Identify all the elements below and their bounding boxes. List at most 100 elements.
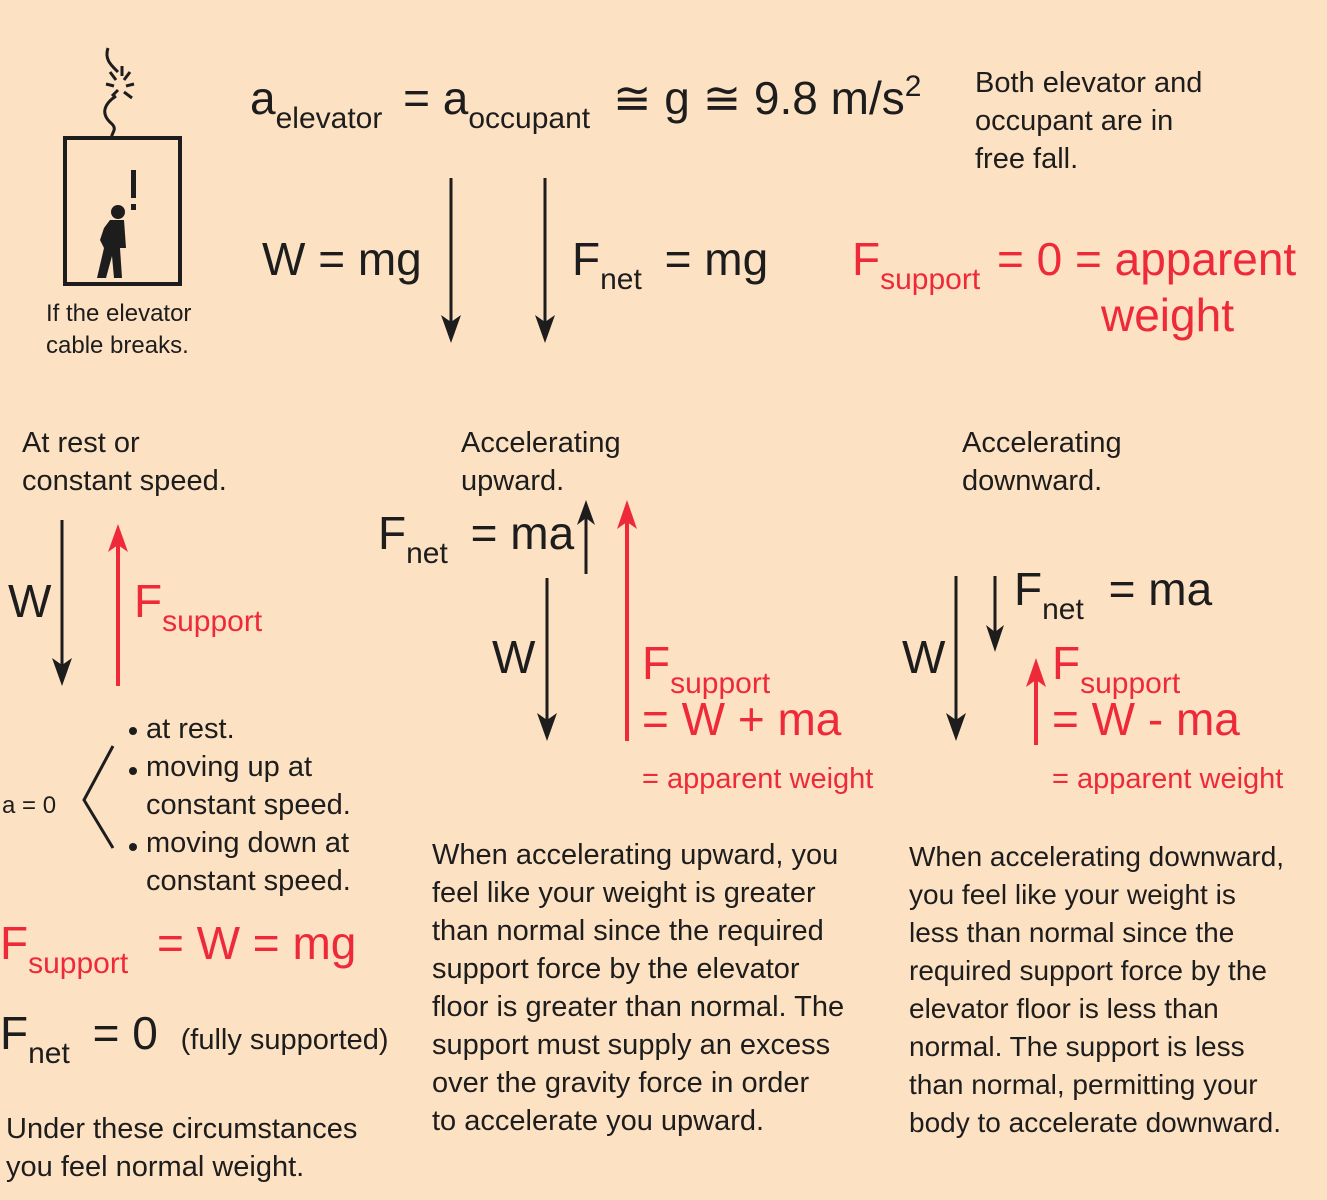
rest-weight-arrow [52, 520, 72, 686]
rest-feel-note: Under these circumstances you feel norma… [6, 1110, 357, 1186]
rest-support-arrow [108, 524, 128, 686]
person-icon [97, 205, 126, 278]
list-item: moving down at [146, 827, 350, 859]
rest-weight-label: W [8, 575, 52, 627]
bullet-dot [129, 767, 137, 775]
paragraph-line: normal. The support is less [909, 1031, 1245, 1062]
freefall-note: Both elevator and occupant are in free f… [975, 64, 1202, 178]
fnet-value: = mg [664, 233, 769, 285]
support-value: = 0 = apparent [996, 233, 1297, 285]
up-explanation: When accelerating upward, you feel like … [432, 836, 844, 1140]
paragraph-line: support must supply an excess [432, 1029, 831, 1061]
bullet-dot [129, 843, 137, 851]
down-weight-arrow [946, 576, 966, 741]
caption-line: If the elevator [46, 300, 192, 327]
rest-label: At rest or constant speed. [22, 424, 227, 500]
paragraph-line: feel like your weight is greater [432, 877, 816, 909]
subscript-occupant: occupant [468, 102, 591, 135]
list-item: moving up at [146, 751, 313, 783]
down-support-label: Fsupport [1052, 640, 1180, 699]
symbol-a: a [250, 72, 276, 124]
up-fnet-arrow [577, 500, 595, 574]
note-line: free fall. [975, 143, 1079, 175]
symbol-F: F [0, 917, 29, 969]
label-line: At rest or [22, 427, 140, 459]
symbol-F: F [642, 637, 671, 689]
up-support-label: Fsupport [642, 640, 770, 699]
symbol-a: a [442, 72, 469, 124]
list-item: at rest. [146, 713, 235, 745]
symbol-F: F [134, 575, 163, 627]
note-line: Under these circumstances [6, 1113, 358, 1145]
paragraph-line: you feel like your weight is [909, 879, 1236, 910]
up-apparent-weight: = apparent weight [642, 763, 874, 795]
paragraph-line: over the gravity force in order [432, 1067, 810, 1099]
symbol-F: F [378, 507, 407, 559]
apparent-weight-word: weight [1101, 289, 1234, 341]
rest-support-label: Fsupport [134, 578, 262, 637]
paragraph-line: elevator floor is less than [909, 993, 1219, 1024]
up-label: Accelerating upward. [461, 424, 621, 500]
a-zero-bracket [82, 745, 115, 849]
subscript-net: net [28, 1037, 70, 1070]
subscript-elevator: elevator [275, 102, 383, 135]
up-weight-arrow [537, 578, 557, 741]
paragraph-line: When accelerating downward, [909, 841, 1285, 872]
down-weight-label: W [902, 631, 946, 683]
label-line: upward. [461, 465, 565, 497]
label-line: constant speed. [22, 465, 227, 497]
label-line: downward. [962, 465, 1103, 497]
exclamation-mark-icon [131, 170, 136, 198]
bullet-dot [129, 727, 137, 735]
freefall-weight-equation: W = mg [262, 233, 422, 285]
subscript-support: support [1080, 667, 1181, 700]
subscript-support: support [670, 667, 771, 700]
fnet-value: = 0 [92, 1007, 158, 1059]
label-line: Accelerating [962, 427, 1122, 459]
support-value: = W = mg [156, 917, 357, 969]
up-support-equation: = W + ma [642, 693, 842, 745]
symbol-F: F [1052, 637, 1081, 689]
fnet-value: = ma [470, 507, 575, 559]
gravity-value: ≅ g ≅ 9.8 m/s [612, 72, 905, 124]
up-fnet-equation: Fnet = ma [378, 510, 574, 569]
up-weight-label: W [492, 631, 536, 683]
exclamation-dot [131, 204, 136, 210]
rest-fnet-equation: Fnet = 0 (fully supported) [0, 1010, 389, 1069]
up-support-arrow [617, 500, 637, 741]
paragraph-line: required support force by the [909, 955, 1267, 986]
down-fnet-equation: Fnet = ma [1014, 566, 1212, 625]
paragraph-line: than normal, permitting your [909, 1069, 1258, 1100]
list-item: constant speed. [146, 865, 351, 897]
subscript-support: support [880, 263, 981, 296]
paragraph-line: floor is greater than normal. The [432, 991, 845, 1023]
a-zero-label: a = 0 [2, 792, 57, 819]
down-support-arrow [1026, 658, 1046, 745]
fully-supported-note: (fully supported) [180, 1024, 389, 1056]
note-line: you feel normal weight. [6, 1151, 305, 1183]
subscript-net: net [1042, 593, 1084, 626]
rest-conditions-list: at rest. moving up at constant speed. mo… [146, 710, 351, 900]
freefall-caption: If the elevator cable breaks. [46, 298, 191, 362]
subscript-net: net [406, 537, 448, 570]
down-fnet-arrow [986, 576, 1004, 652]
exponent: 2 [904, 70, 922, 103]
paragraph-line: body to accelerate downward. [909, 1107, 1281, 1138]
symbol-F: F [572, 233, 601, 285]
symbol-F: F [852, 233, 881, 285]
freefall-fnet-equation: Fnet = mg [572, 236, 768, 295]
note-line: occupant are in [975, 105, 1174, 137]
subscript-support: support [162, 605, 263, 638]
paragraph-line: to accelerate you upward. [432, 1105, 765, 1137]
down-explanation: When accelerating downward, you feel lik… [909, 838, 1284, 1142]
paragraph-line: than normal since the required [432, 915, 824, 947]
caption-line: cable breaks. [46, 332, 189, 359]
freefall-fnet-arrow [535, 178, 555, 343]
acceleration-equation: aelevator = aoccupant ≅ g ≅ 9.8 m/s2 [250, 72, 921, 134]
fnet-value: = ma [1108, 563, 1213, 615]
subscript-net: net [600, 263, 642, 296]
freefall-support-equation: Fsupport = 0 = apparent [852, 236, 1296, 295]
subscript-support: support [28, 947, 129, 980]
down-label: Accelerating downward. [962, 424, 1122, 500]
